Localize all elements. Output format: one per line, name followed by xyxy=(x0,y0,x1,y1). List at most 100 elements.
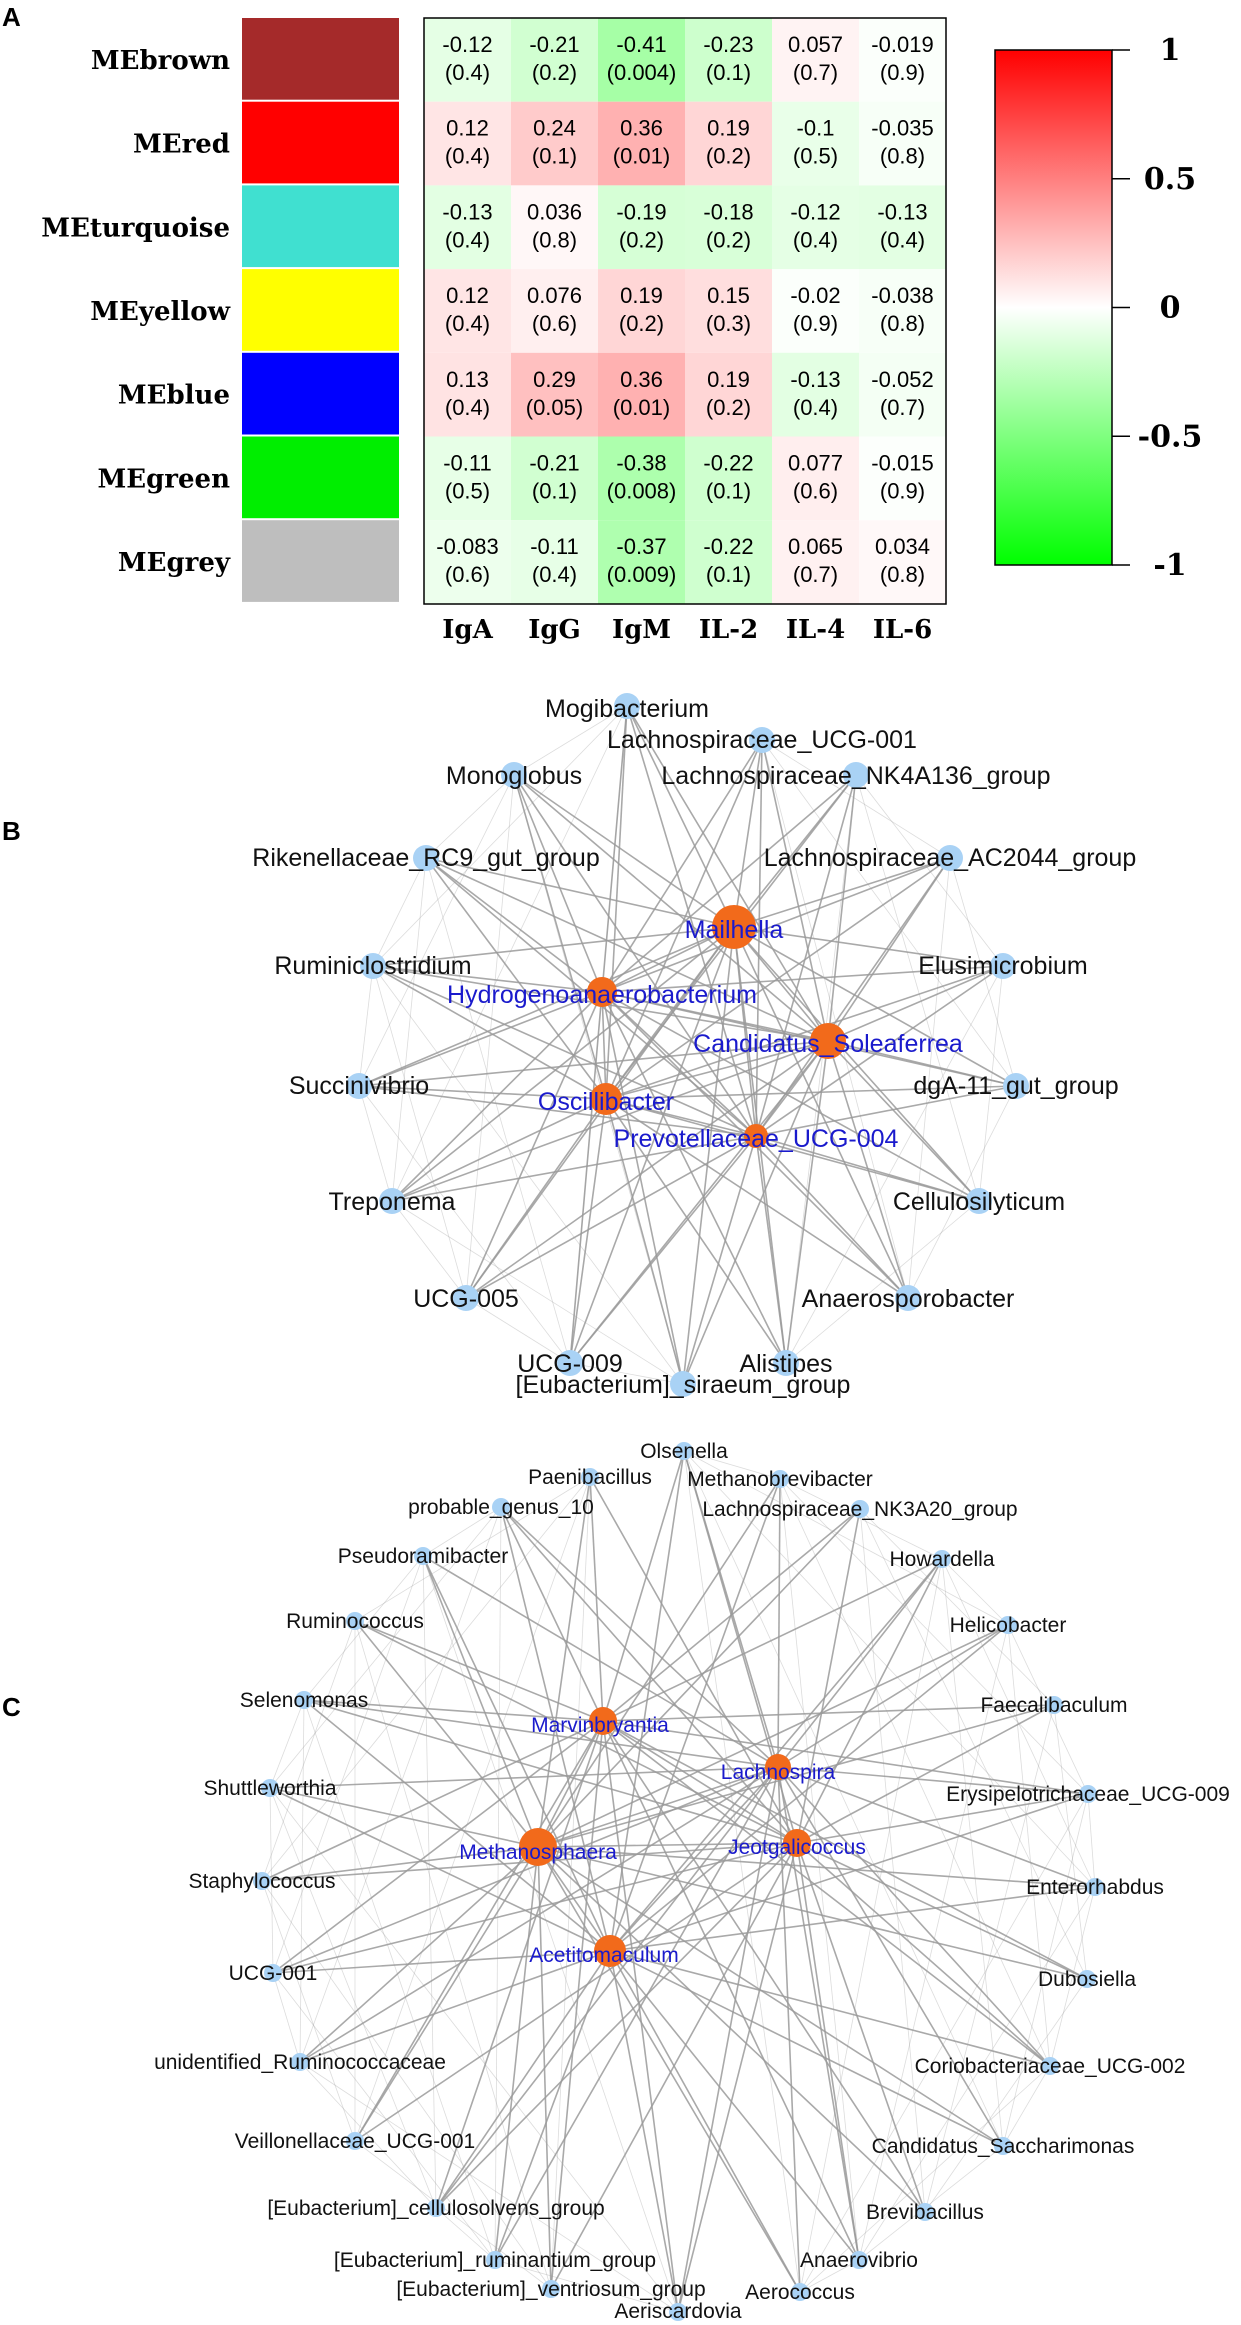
taxon-node xyxy=(843,762,869,788)
cell-pvalue: (0.6) xyxy=(532,311,577,336)
cell-correlation: -0.11 xyxy=(530,534,579,559)
taxon-node xyxy=(379,1188,405,1214)
network-edge xyxy=(859,1508,1088,1980)
network-edge xyxy=(537,1720,604,1848)
network-edge xyxy=(537,1766,779,1848)
cell-correlation: -0.13 xyxy=(877,199,927,224)
network-edge xyxy=(500,1506,798,1844)
network-edge xyxy=(602,1704,1055,1722)
network-edge xyxy=(465,1040,829,1299)
network-edge xyxy=(303,1699,611,1952)
network-edge xyxy=(465,774,515,1299)
network-edge xyxy=(513,774,735,928)
network-edge xyxy=(777,1624,1009,1768)
network-edge xyxy=(677,1842,798,2313)
network-edge xyxy=(1087,1793,1096,1888)
heatmap-border xyxy=(423,17,947,605)
cell-correlation: -0.41 xyxy=(616,32,666,57)
taxon-node xyxy=(670,1371,696,1397)
network-edge xyxy=(605,1098,980,1202)
network-edge xyxy=(609,1478,781,1952)
module-color-swatch xyxy=(242,101,399,184)
network-edge xyxy=(269,1787,679,2313)
network-edge xyxy=(609,1886,1096,1952)
cell-correlation: -0.1 xyxy=(797,116,835,141)
heatmap-cell xyxy=(772,269,859,353)
network-edge xyxy=(785,774,857,1364)
taxon-node xyxy=(1041,2057,1059,2075)
cell-pvalue: (0.4) xyxy=(880,227,925,252)
heatmap-cell xyxy=(511,520,598,604)
network-edge xyxy=(354,1476,591,2142)
network-edge xyxy=(601,991,757,1137)
heatmap-cell xyxy=(511,18,598,102)
network-edge xyxy=(494,2259,679,2313)
network-edge xyxy=(733,926,1004,967)
network-edge xyxy=(354,1620,798,1844)
network-edge xyxy=(796,1704,1055,1844)
taxon-node xyxy=(773,1350,799,1376)
network-edge xyxy=(777,1766,1096,1888)
network-edge xyxy=(500,1506,779,1768)
network-edge xyxy=(1002,2065,1051,2147)
network-edge xyxy=(609,1950,801,2293)
taxon-label: Monoglobus xyxy=(446,762,582,790)
taxon-node xyxy=(990,953,1016,979)
hub-label: Prevotellaceae_UCG-004 xyxy=(614,1125,899,1153)
network-edge xyxy=(435,1842,798,2209)
network-edge xyxy=(358,774,515,1087)
taxon-node xyxy=(994,2137,1012,2155)
network-edge xyxy=(569,991,603,1364)
network-edge xyxy=(733,926,980,1202)
network-edge xyxy=(354,1720,604,2142)
cell-pvalue: (0.01) xyxy=(613,395,670,420)
taxon-node xyxy=(771,1470,789,1488)
heatmap-cell xyxy=(511,436,598,521)
colorbar-tick-label: -0.5 xyxy=(1138,419,1203,454)
network-edge xyxy=(777,1766,1051,2067)
network-edge xyxy=(733,739,763,928)
network-edge xyxy=(601,991,684,1385)
network-edge xyxy=(569,1098,607,1364)
taxon-label: [Eubacterium]_siraeum_group xyxy=(516,1371,851,1399)
cell-pvalue: (0.9) xyxy=(880,479,925,504)
heatmap-cell xyxy=(424,436,511,521)
cell-pvalue: (0.4) xyxy=(793,227,838,252)
cell-correlation: 0.077 xyxy=(788,451,843,476)
cell-pvalue: (0.6) xyxy=(793,479,838,504)
network-edge xyxy=(683,1450,1096,1888)
network-edge xyxy=(465,1297,571,1364)
network-edge xyxy=(299,1846,539,2063)
network-edge xyxy=(609,1950,679,2313)
heatmap-cell xyxy=(424,185,511,270)
heatmap-cell xyxy=(859,101,946,186)
network-edge xyxy=(354,1842,798,2142)
network-edge xyxy=(272,1720,604,1974)
network-edge xyxy=(261,1846,539,1882)
network-edge xyxy=(799,1793,1089,2293)
network-edge xyxy=(601,926,735,993)
network-edge xyxy=(941,1558,1004,2147)
network-edge xyxy=(1049,1886,1096,2067)
network-edge xyxy=(683,1450,801,2293)
taxon-label: Howardella xyxy=(889,1548,994,1571)
module-color-swatch xyxy=(242,520,399,602)
network-edge xyxy=(500,1506,604,1722)
network-edge xyxy=(303,1555,424,1701)
network-edge xyxy=(391,1135,757,1202)
heatmap-cell xyxy=(685,436,772,521)
taxon-node xyxy=(937,845,963,871)
network-edge xyxy=(537,1846,1096,1888)
hub-node xyxy=(519,1828,557,1866)
cell-pvalue: (0.1) xyxy=(706,562,751,587)
network-edge xyxy=(435,2207,496,2261)
network-edge xyxy=(601,965,1004,993)
cell-pvalue: (0.05) xyxy=(526,395,583,420)
module-label: MEbrown xyxy=(91,46,230,76)
cell-correlation: -0.22 xyxy=(703,451,753,476)
colorbar-tick-label: -1 xyxy=(1153,548,1186,583)
network-edge xyxy=(513,774,829,1042)
network-edge xyxy=(425,774,515,859)
network-edge xyxy=(269,1766,779,1789)
network-edge xyxy=(683,1450,781,1480)
